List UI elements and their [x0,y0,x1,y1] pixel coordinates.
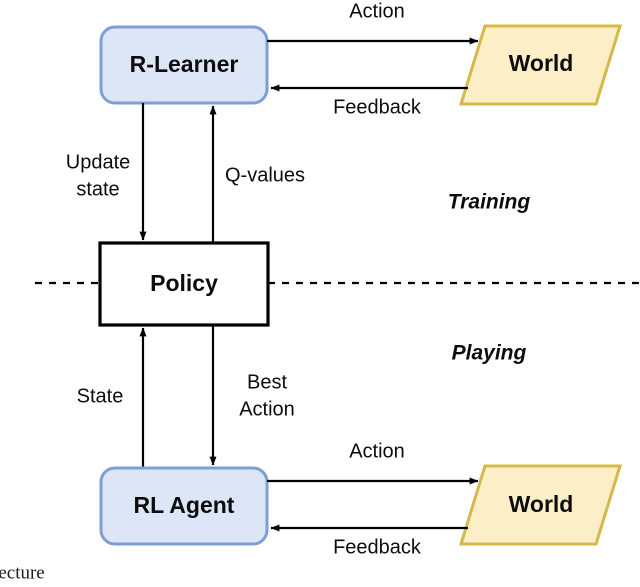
world-bottom-label: World [509,491,574,517]
world-top-shape [458,24,623,106]
edge-state-label: State [77,385,124,407]
rl-agent-label: RL Agent [134,492,235,518]
edge-feedback-top-label: Feedback [333,96,422,118]
edge-action-top-label: Action [349,0,405,22]
phase-label-training: Training [448,191,531,214]
r-learner-label: R-Learner [130,51,239,77]
figure-caption: recture [0,562,45,583]
rl-agent-shape [99,466,269,546]
world-bottom-shape [458,464,623,546]
policy-label: Policy [150,270,218,296]
edge-update-state-label-line1: Update [66,151,131,173]
r-learner-shape [99,25,269,105]
edge-best-action-label-line1: Best [247,371,287,393]
edge-feedback-bottom-label: Feedback [333,536,422,558]
edge-best-action-label-line2: Action [239,398,295,420]
node-r-learner[interactable]: R-Learner [99,25,269,105]
node-policy[interactable]: Policy [98,241,270,327]
phase-label-playing: Playing [452,342,527,365]
node-rl-agent[interactable]: RL Agent [99,466,269,546]
world-top-label: World [509,50,574,76]
edge-q-values-label: Q-values [225,164,305,186]
node-world-top[interactable]: World [458,24,623,106]
edge-update-state-label-line2: state [76,178,119,200]
edge-action-bottom-label: Action [349,440,405,462]
node-world-bottom[interactable]: World [458,464,623,546]
policy-shape [98,241,270,327]
